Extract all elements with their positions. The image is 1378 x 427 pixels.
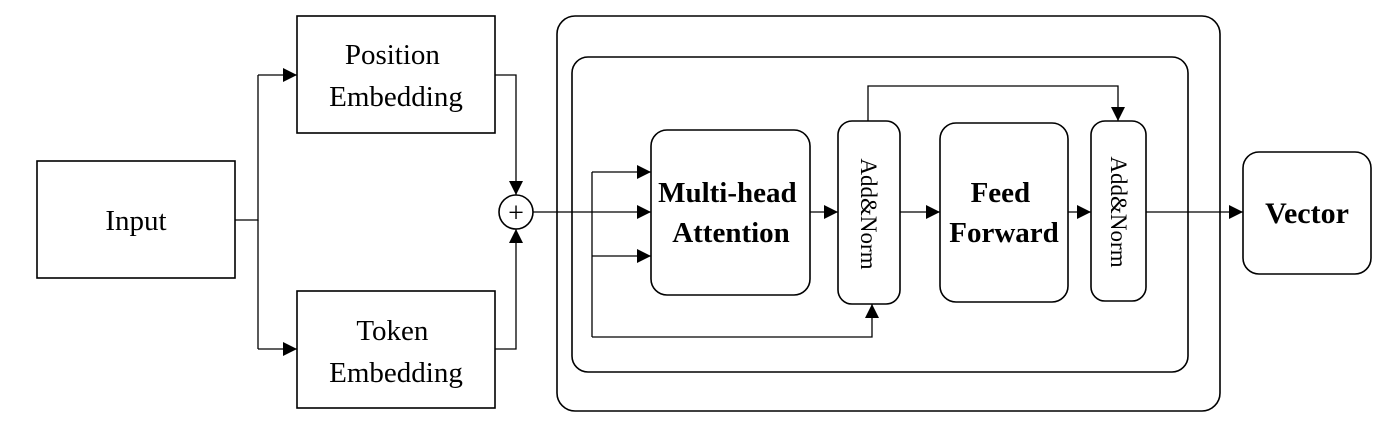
- input-split-line: [235, 75, 259, 221]
- multi-head-attention-label: Multi-head Attention: [658, 177, 804, 249]
- token-embedding-box: [296, 290, 496, 409]
- position-embedding-label: Position Embedding: [329, 39, 463, 113]
- token-embedding-line-1: Token: [356, 315, 429, 347]
- token-embedding-line-2: Embedding: [329, 357, 463, 389]
- residual-2-arrow: [867, 85, 1125, 121]
- feed-forward-line-2: Forward: [949, 217, 1059, 249]
- input-box: [36, 160, 236, 279]
- feed-forward-box: [939, 122, 1069, 303]
- multi-head-attention-line-2: Attention: [672, 217, 790, 249]
- position-embedding-box: [296, 15, 496, 134]
- token-to-sum-arrow: [495, 229, 523, 350]
- add-norm-1-label: Add&Norm: [856, 158, 881, 269]
- position-embedding-line-1: Position: [345, 39, 441, 71]
- input-label: Input: [105, 205, 166, 237]
- position-to-sum-arrow: [495, 74, 523, 195]
- feed-forward-line-1: Feed: [971, 177, 1031, 209]
- token-embedding-label: Token Embedding: [329, 315, 463, 389]
- position-embedding-line-2: Embedding: [329, 81, 463, 113]
- add-norm-2-label: Add&Norm: [1106, 156, 1131, 267]
- residual-1-arrow: [592, 304, 879, 338]
- multi-head-attention-line-1: Multi-head: [658, 177, 797, 209]
- feed-forward-label: Feed Forward: [949, 177, 1059, 249]
- sum-symbol: +: [508, 198, 524, 229]
- multi-head-attention-box: [650, 129, 811, 296]
- vector-box: [1242, 151, 1372, 275]
- vector-label: Vector: [1265, 197, 1349, 230]
